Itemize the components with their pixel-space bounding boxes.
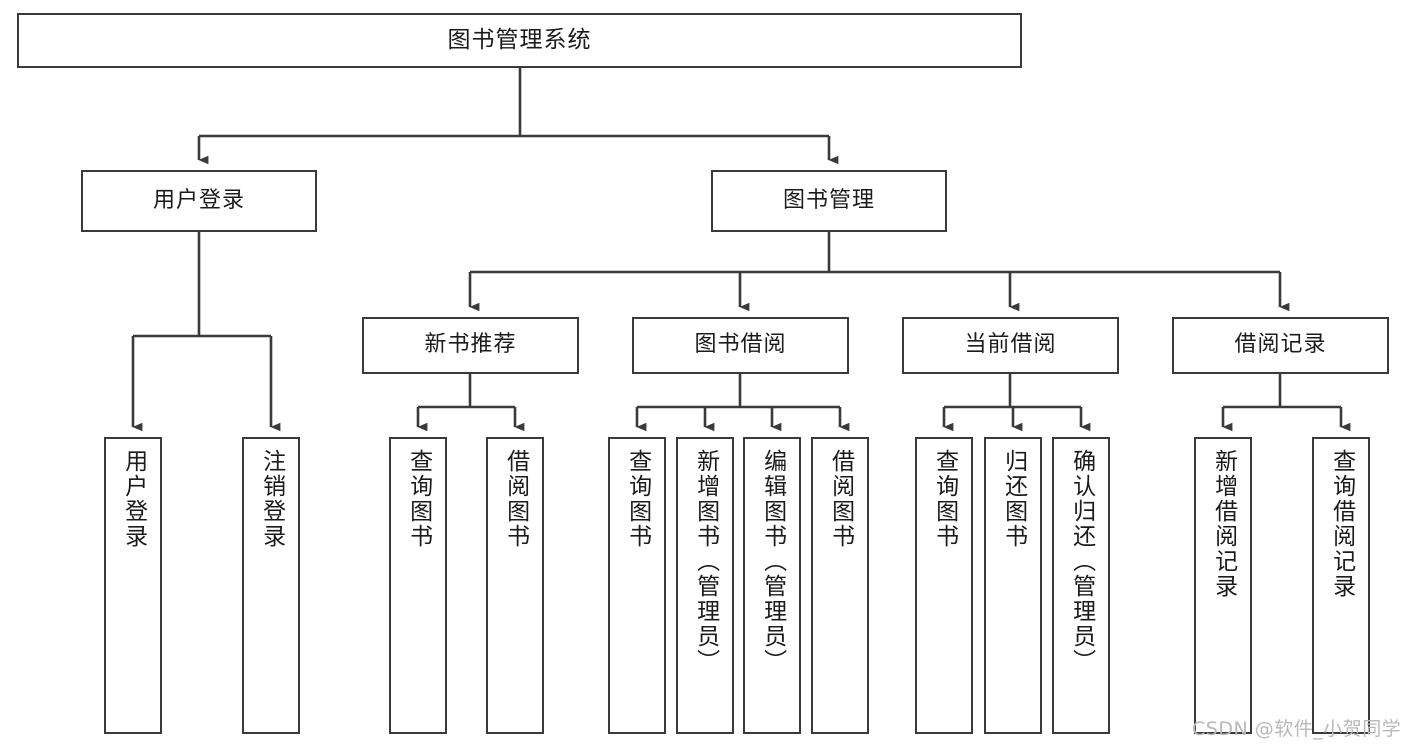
node-label: 借阅记录: [1234, 332, 1327, 358]
node-label: 图书借阅: [694, 332, 787, 358]
node-label: 新增图书（管理员）: [692, 449, 719, 674]
node-book-manage[interactable]: 图书管理: [711, 170, 947, 232]
node-leaf-query-borrow-record[interactable]: 查询借阅记录: [1312, 437, 1370, 734]
node-label: 注销登录: [258, 449, 285, 549]
node-leaf-query-book-recommend[interactable]: 查询图书: [389, 437, 447, 734]
node-label: 查询图书: [624, 449, 651, 549]
node-leaf-add-borrow-record[interactable]: 新增借阅记录: [1194, 437, 1252, 734]
node-book-borrow[interactable]: 图书借阅: [632, 317, 849, 374]
node-user-login[interactable]: 用户登录: [81, 170, 317, 232]
node-leaf-user-logout[interactable]: 注销登录: [242, 437, 300, 734]
node-label: 查询图书: [931, 449, 958, 549]
csdn-watermark: CSDN @软件_小贺同学: [1192, 718, 1402, 740]
node-label: 新书推荐: [424, 332, 517, 358]
node-leaf-confirm-return[interactable]: 确认归还（管理员）: [1052, 437, 1110, 734]
node-label: 图书管理: [782, 187, 875, 213]
node-label: 查询借阅记录: [1328, 449, 1355, 599]
node-label: 当前借阅: [964, 332, 1057, 358]
node-leaf-query-book[interactable]: 查询图书: [608, 437, 666, 734]
edge-path-group: [131, 68, 1351, 432]
node-label: 查询图书: [405, 449, 432, 549]
node-leaf-add-book[interactable]: 新增图书（管理员）: [676, 437, 734, 734]
node-leaf-borrow-book-recommend[interactable]: 借阅图书: [486, 437, 544, 734]
node-borrow-record[interactable]: 借阅记录: [1172, 317, 1389, 374]
node-label: 借阅图书: [827, 449, 854, 549]
node-label: 用户登录: [152, 187, 245, 213]
node-label: 归还图书: [1000, 449, 1027, 549]
node-label: 用户登录: [120, 449, 147, 549]
node-label: 图书管理系统: [447, 26, 592, 53]
node-label: 新增借阅记录: [1210, 449, 1237, 599]
node-label: 确认归还（管理员）: [1068, 449, 1095, 674]
node-root-book-management-system[interactable]: 图书管理系统: [17, 13, 1022, 68]
node-label: 借阅图书: [502, 449, 529, 549]
node-leaf-query-book-current[interactable]: 查询图书: [915, 437, 973, 734]
node-leaf-user-login[interactable]: 用户登录: [104, 437, 162, 734]
node-new-book-recommend[interactable]: 新书推荐: [362, 317, 579, 374]
node-current-borrow[interactable]: 当前借阅: [902, 317, 1119, 374]
node-label: 编辑图书（管理员）: [759, 449, 786, 674]
node-leaf-borrow-book[interactable]: 借阅图书: [811, 437, 869, 734]
node-leaf-edit-book[interactable]: 编辑图书（管理员）: [743, 437, 801, 734]
node-leaf-return-book[interactable]: 归还图书: [984, 437, 1042, 734]
